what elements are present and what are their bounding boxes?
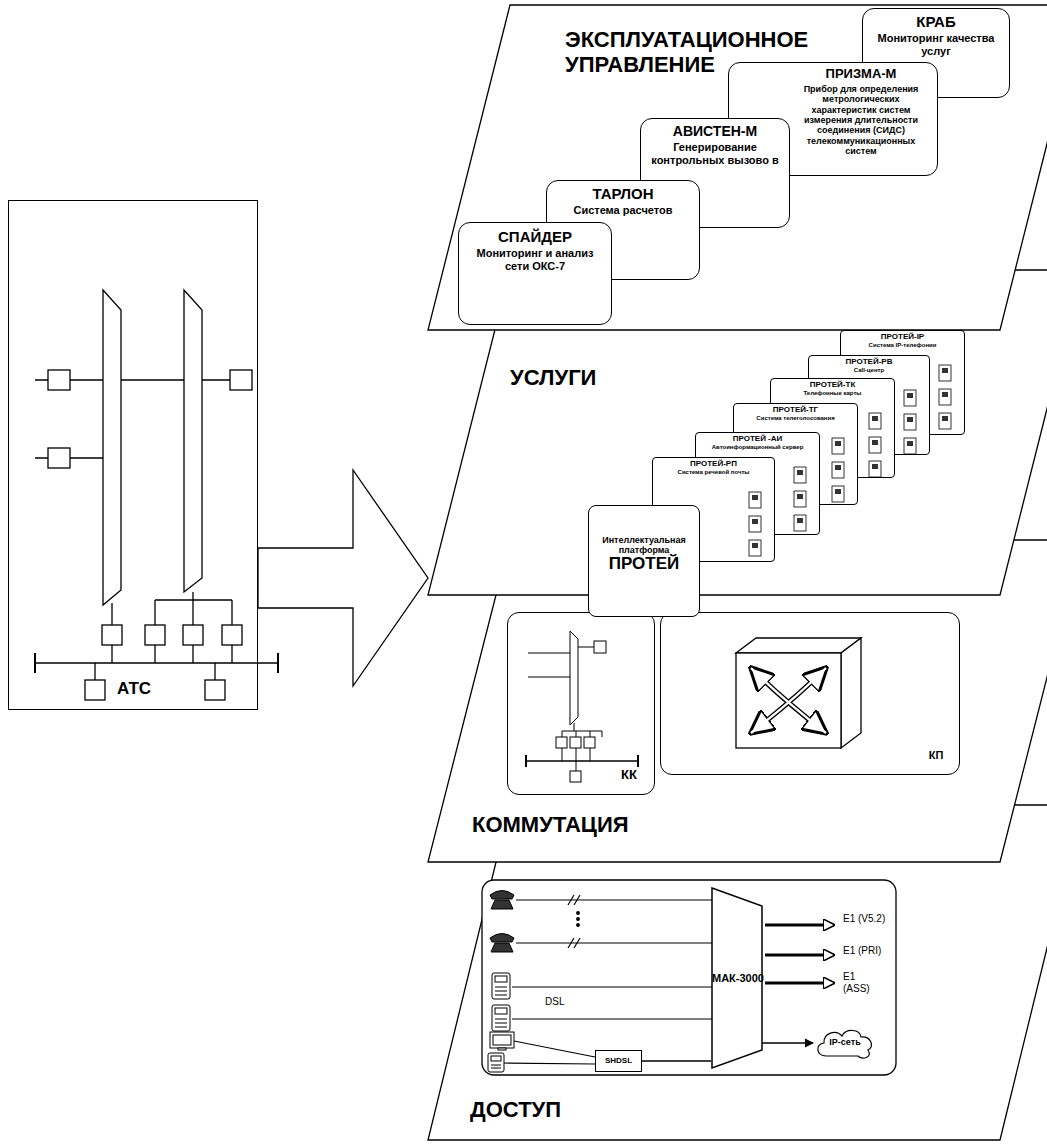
multiplexer-shape bbox=[712, 888, 762, 1068]
node-heading: ПРОТЕЙ-РП bbox=[656, 460, 771, 469]
node-body: Система речевой почты bbox=[656, 469, 771, 475]
access-multiplexer: МАК-3000 bbox=[712, 888, 762, 1068]
text-group: Интеллектуальная платформаПРОТЕЙ bbox=[593, 536, 695, 574]
text-group: ПРИЗМА-М Прибор для определения метрологи… bbox=[791, 67, 931, 156]
node-body: Мониторинг и анализ сети ОКС-7 bbox=[465, 247, 605, 272]
node-heading: ПРОТЕЙ-IP bbox=[844, 333, 961, 342]
exchange-box: АТС bbox=[8, 200, 258, 710]
text-group: ПРОТЕЙ-РВCall-центр bbox=[812, 358, 926, 373]
node-body: ПРОТЕЙ bbox=[593, 555, 695, 573]
subscriber-lines bbox=[504, 895, 712, 1064]
node-heading: ПРОТЕЙ-ТК bbox=[774, 381, 891, 390]
node-heading: IP-сеть bbox=[814, 1038, 876, 1048]
text-group: КРАБ Мониторинг качества услуг bbox=[869, 13, 1003, 58]
node-heading: СПАЙДЕР bbox=[465, 228, 605, 245]
text-group: ПРОТЕЙ-ТГСистема телеголосования bbox=[737, 406, 854, 421]
text-group: АТС bbox=[9, 679, 259, 699]
text-group: УСЛУГИ bbox=[510, 365, 670, 390]
platform-card: Интеллектуальная платформаПРОТЕЙ bbox=[588, 505, 700, 617]
text-group: IP-сеть bbox=[814, 1038, 876, 1048]
card-icons bbox=[792, 463, 814, 543]
text-group: МАК-3000 bbox=[712, 972, 762, 985]
switch-cube-icon bbox=[661, 613, 961, 776]
node-body: Система телеголосования bbox=[737, 415, 854, 421]
node-heading: АВИСТЕН-М bbox=[649, 123, 781, 139]
card-icons bbox=[830, 434, 852, 514]
node-heading: АТС bbox=[9, 679, 259, 699]
card-icons bbox=[937, 361, 959, 441]
e1-stream-arrows bbox=[765, 925, 834, 983]
node-body: Call-центр bbox=[812, 367, 926, 373]
network-cloud: IP-сеть bbox=[814, 1027, 876, 1059]
node-heading: ПРОТЕЙ-РВ bbox=[812, 358, 926, 367]
node-heading: Интеллектуальная платформа bbox=[593, 536, 695, 555]
connector-line bbox=[642, 1060, 711, 1061]
text-group: ПРОТЕЙ-ТКТелефонные карты bbox=[774, 381, 891, 396]
node-heading: КОММУТАЦИЯ bbox=[472, 812, 692, 837]
exchange-schematic bbox=[35, 290, 278, 700]
switch-box: КП bbox=[660, 612, 960, 775]
connector-line bbox=[762, 1042, 813, 1043]
plane-shape bbox=[428, 805, 1047, 1140]
signal-label: E1 (V5.2) bbox=[842, 913, 886, 925]
node-body: Телефонные карты bbox=[774, 390, 891, 396]
text-group: КОММУТАЦИЯ bbox=[472, 812, 692, 837]
node-body: Система расчетов bbox=[553, 204, 693, 217]
text-group: ПРОТЕЙ-IPСистема IP-телефонии bbox=[844, 333, 961, 348]
digital-phone-icons bbox=[488, 973, 514, 1072]
cube bbox=[736, 638, 861, 748]
text-group: КК bbox=[612, 768, 646, 783]
text-group: КП bbox=[919, 749, 953, 762]
text-group: ПРОТЕЙ -АИАвтоинформационный сервер bbox=[699, 435, 816, 450]
kk-schematic bbox=[526, 631, 638, 782]
plane-shape bbox=[428, 540, 1047, 862]
node-heading: КК bbox=[612, 768, 646, 783]
text-group: СПАЙДЕР Мониторинг и анализ сети ОКС-7 bbox=[465, 228, 605, 273]
plane-shape bbox=[428, 270, 1047, 595]
text-group: SHDSL bbox=[596, 1057, 641, 1066]
node-heading: ТАРЛОН bbox=[553, 185, 693, 202]
node-heading: КРАБ bbox=[869, 13, 1003, 30]
node-body: Автоинформационный сервер bbox=[699, 444, 816, 450]
node-heading: КП bbox=[919, 749, 953, 762]
product-box: СПАЙДЕР Мониторинг и анализ сети ОКС-7 bbox=[458, 222, 612, 325]
text-group: АВИСТЕН-М Генерирование контрольных вызов… bbox=[649, 123, 781, 166]
node-heading: SHDSL bbox=[596, 1057, 641, 1066]
node-body: Мониторинг качества услуг bbox=[869, 32, 1003, 57]
node-body: Система IP-телефонии bbox=[844, 342, 961, 348]
card-icons bbox=[902, 386, 924, 466]
node-heading: ПРОТЕЙ-ТГ bbox=[737, 406, 854, 415]
plane-shape bbox=[428, 5, 1047, 330]
modem-box: SHDSL bbox=[595, 1050, 642, 1072]
node-heading: УСЛУГИ bbox=[510, 365, 670, 390]
node-heading: ПРОТЕЙ -АИ bbox=[699, 435, 816, 444]
block-arrow bbox=[258, 470, 428, 686]
text-group: ТАРЛОН Система расчетов bbox=[553, 185, 693, 217]
signal-label: E1 (ASS) bbox=[842, 971, 880, 994]
signal-label: DSL bbox=[544, 996, 565, 1008]
access-panel bbox=[482, 880, 896, 1075]
telephone-icons bbox=[490, 891, 514, 953]
signal-label: E1 (PRI) bbox=[842, 945, 882, 957]
node-body: Генерирование контрольных вызово в bbox=[649, 141, 781, 166]
switch-box: КК bbox=[507, 612, 655, 795]
text-group: ДОСТУП bbox=[470, 1097, 670, 1122]
card-icons bbox=[747, 488, 769, 568]
node-heading: МАК-3000 bbox=[712, 972, 762, 985]
node-heading: ПРИЗМА-М bbox=[791, 67, 931, 82]
node-heading: ДОСТУП bbox=[470, 1097, 670, 1122]
node-body: Прибор для определения метрологических х… bbox=[791, 84, 931, 156]
layer-plane: ЭКСПЛУАТАЦИОННОЕ УПРАВЛЕНИЕКРАБМониторин… bbox=[428, 5, 1047, 330]
card-icons bbox=[867, 409, 889, 489]
text-group: ПРОТЕЙ-РПСистема речевой почты bbox=[656, 460, 771, 475]
